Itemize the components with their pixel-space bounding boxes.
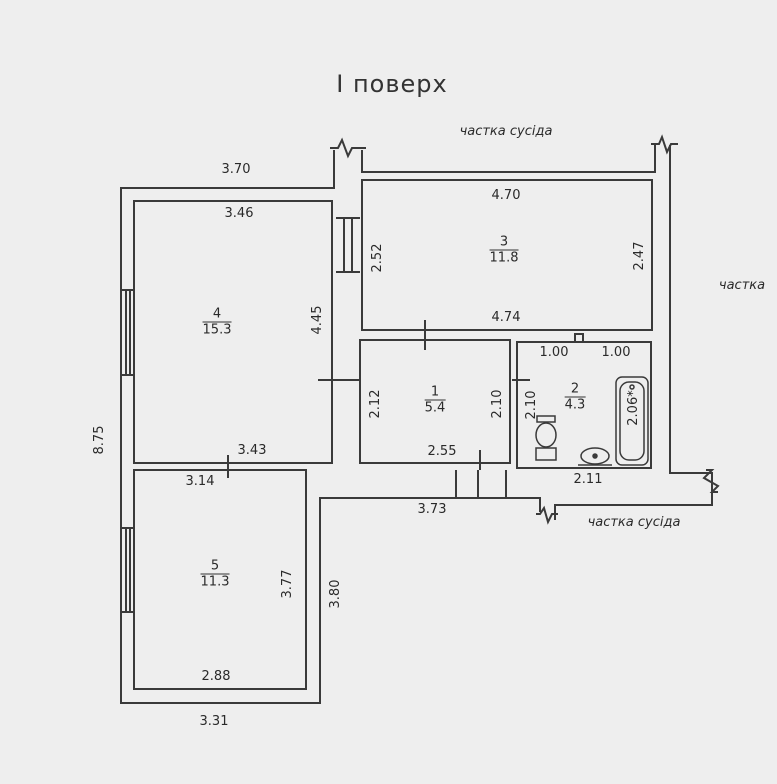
page-title: I поверх — [336, 70, 448, 98]
room-1-area: 5.4 — [424, 400, 446, 416]
window-room-4 — [121, 289, 134, 376]
neighbor-note-top: частка сусіда — [459, 124, 553, 139]
dim-room-2-top-left: 1.00 — [539, 345, 569, 360]
vent-box — [574, 333, 584, 343]
room-5-number: 5 — [200, 559, 230, 575]
room-3-outline — [361, 179, 653, 331]
dim-room-5-bottom: 2.88 — [201, 669, 231, 684]
room-5-outline — [133, 469, 307, 690]
dim-room-1-left: 2.12 — [368, 389, 383, 419]
dim-room-4-top: 3.46 — [224, 206, 254, 221]
opening-4-3 — [336, 217, 360, 273]
dim-outer-right-5: 3.80 — [328, 579, 343, 609]
room-1-outline — [359, 339, 511, 464]
dim-bathtub-length: 2.06* — [626, 390, 641, 426]
neighbor-note-right: частка — [718, 278, 766, 293]
room-3-label: 3 11.8 — [489, 235, 519, 266]
room-2-area: 4.3 — [564, 397, 586, 413]
wall-break-right — [702, 469, 720, 493]
dim-room-3-right: 2.47 — [632, 241, 647, 271]
dim-room-3-left: 2.52 — [370, 243, 385, 273]
room-3-number: 3 — [489, 235, 519, 251]
dim-outer-top: 3.70 — [221, 162, 251, 177]
sink-icon — [578, 447, 612, 466]
room-3-area: 11.8 — [489, 250, 519, 266]
neighbor-note-bottom: частка сусіда — [587, 515, 681, 530]
wall-break-bottom — [536, 505, 558, 525]
dim-room-5-right: 3.77 — [280, 569, 295, 599]
dim-room-3-top: 4.70 — [491, 188, 521, 203]
room-4-number: 4 — [202, 307, 232, 323]
toilet-icon — [535, 422, 557, 461]
room-4-outline — [133, 200, 333, 464]
outer-wall-left-block — [120, 150, 541, 704]
dim-room-4-bottom: 3.43 — [237, 443, 267, 458]
dim-room-5-top: 3.14 — [185, 474, 215, 489]
wall-break-top-right — [651, 134, 678, 155]
room-5-label: 5 11.3 — [200, 559, 230, 590]
outer-wall-top — [361, 145, 656, 173]
dim-room-1-right: 2.10 — [490, 389, 505, 419]
room-2-label: 2 4.3 — [564, 382, 586, 413]
outer-wall-bottom-right — [554, 490, 713, 520]
bathtub-icon — [615, 376, 649, 466]
outer-wall-right — [669, 145, 713, 490]
entrance-steps — [455, 470, 507, 498]
dim-room-2-left: 2.10 — [524, 390, 539, 420]
room-1-label: 1 5.4 — [424, 385, 446, 416]
dim-corridor-bottom: 3.73 — [417, 502, 447, 517]
room-4-area: 15.3 — [202, 322, 232, 338]
room-2-number: 2 — [564, 382, 586, 398]
dim-outer-bottom: 3.31 — [199, 714, 229, 729]
room-1-number: 1 — [424, 385, 446, 401]
room-4-label: 4 15.3 — [202, 307, 232, 338]
dim-outer-left: 8.75 — [92, 425, 107, 455]
dim-room-3-bottom: 4.74 — [491, 310, 521, 325]
dim-room-2-top-right: 1.00 — [601, 345, 631, 360]
dim-room-4-right: 4.45 — [310, 305, 325, 335]
room-5-area: 11.3 — [200, 574, 230, 590]
window-room-5 — [121, 527, 134, 613]
dim-room-2-bottom: 2.11 — [573, 472, 603, 487]
wall-break-top-left — [330, 137, 366, 159]
dim-room-1-bottom: 2.55 — [427, 444, 457, 459]
